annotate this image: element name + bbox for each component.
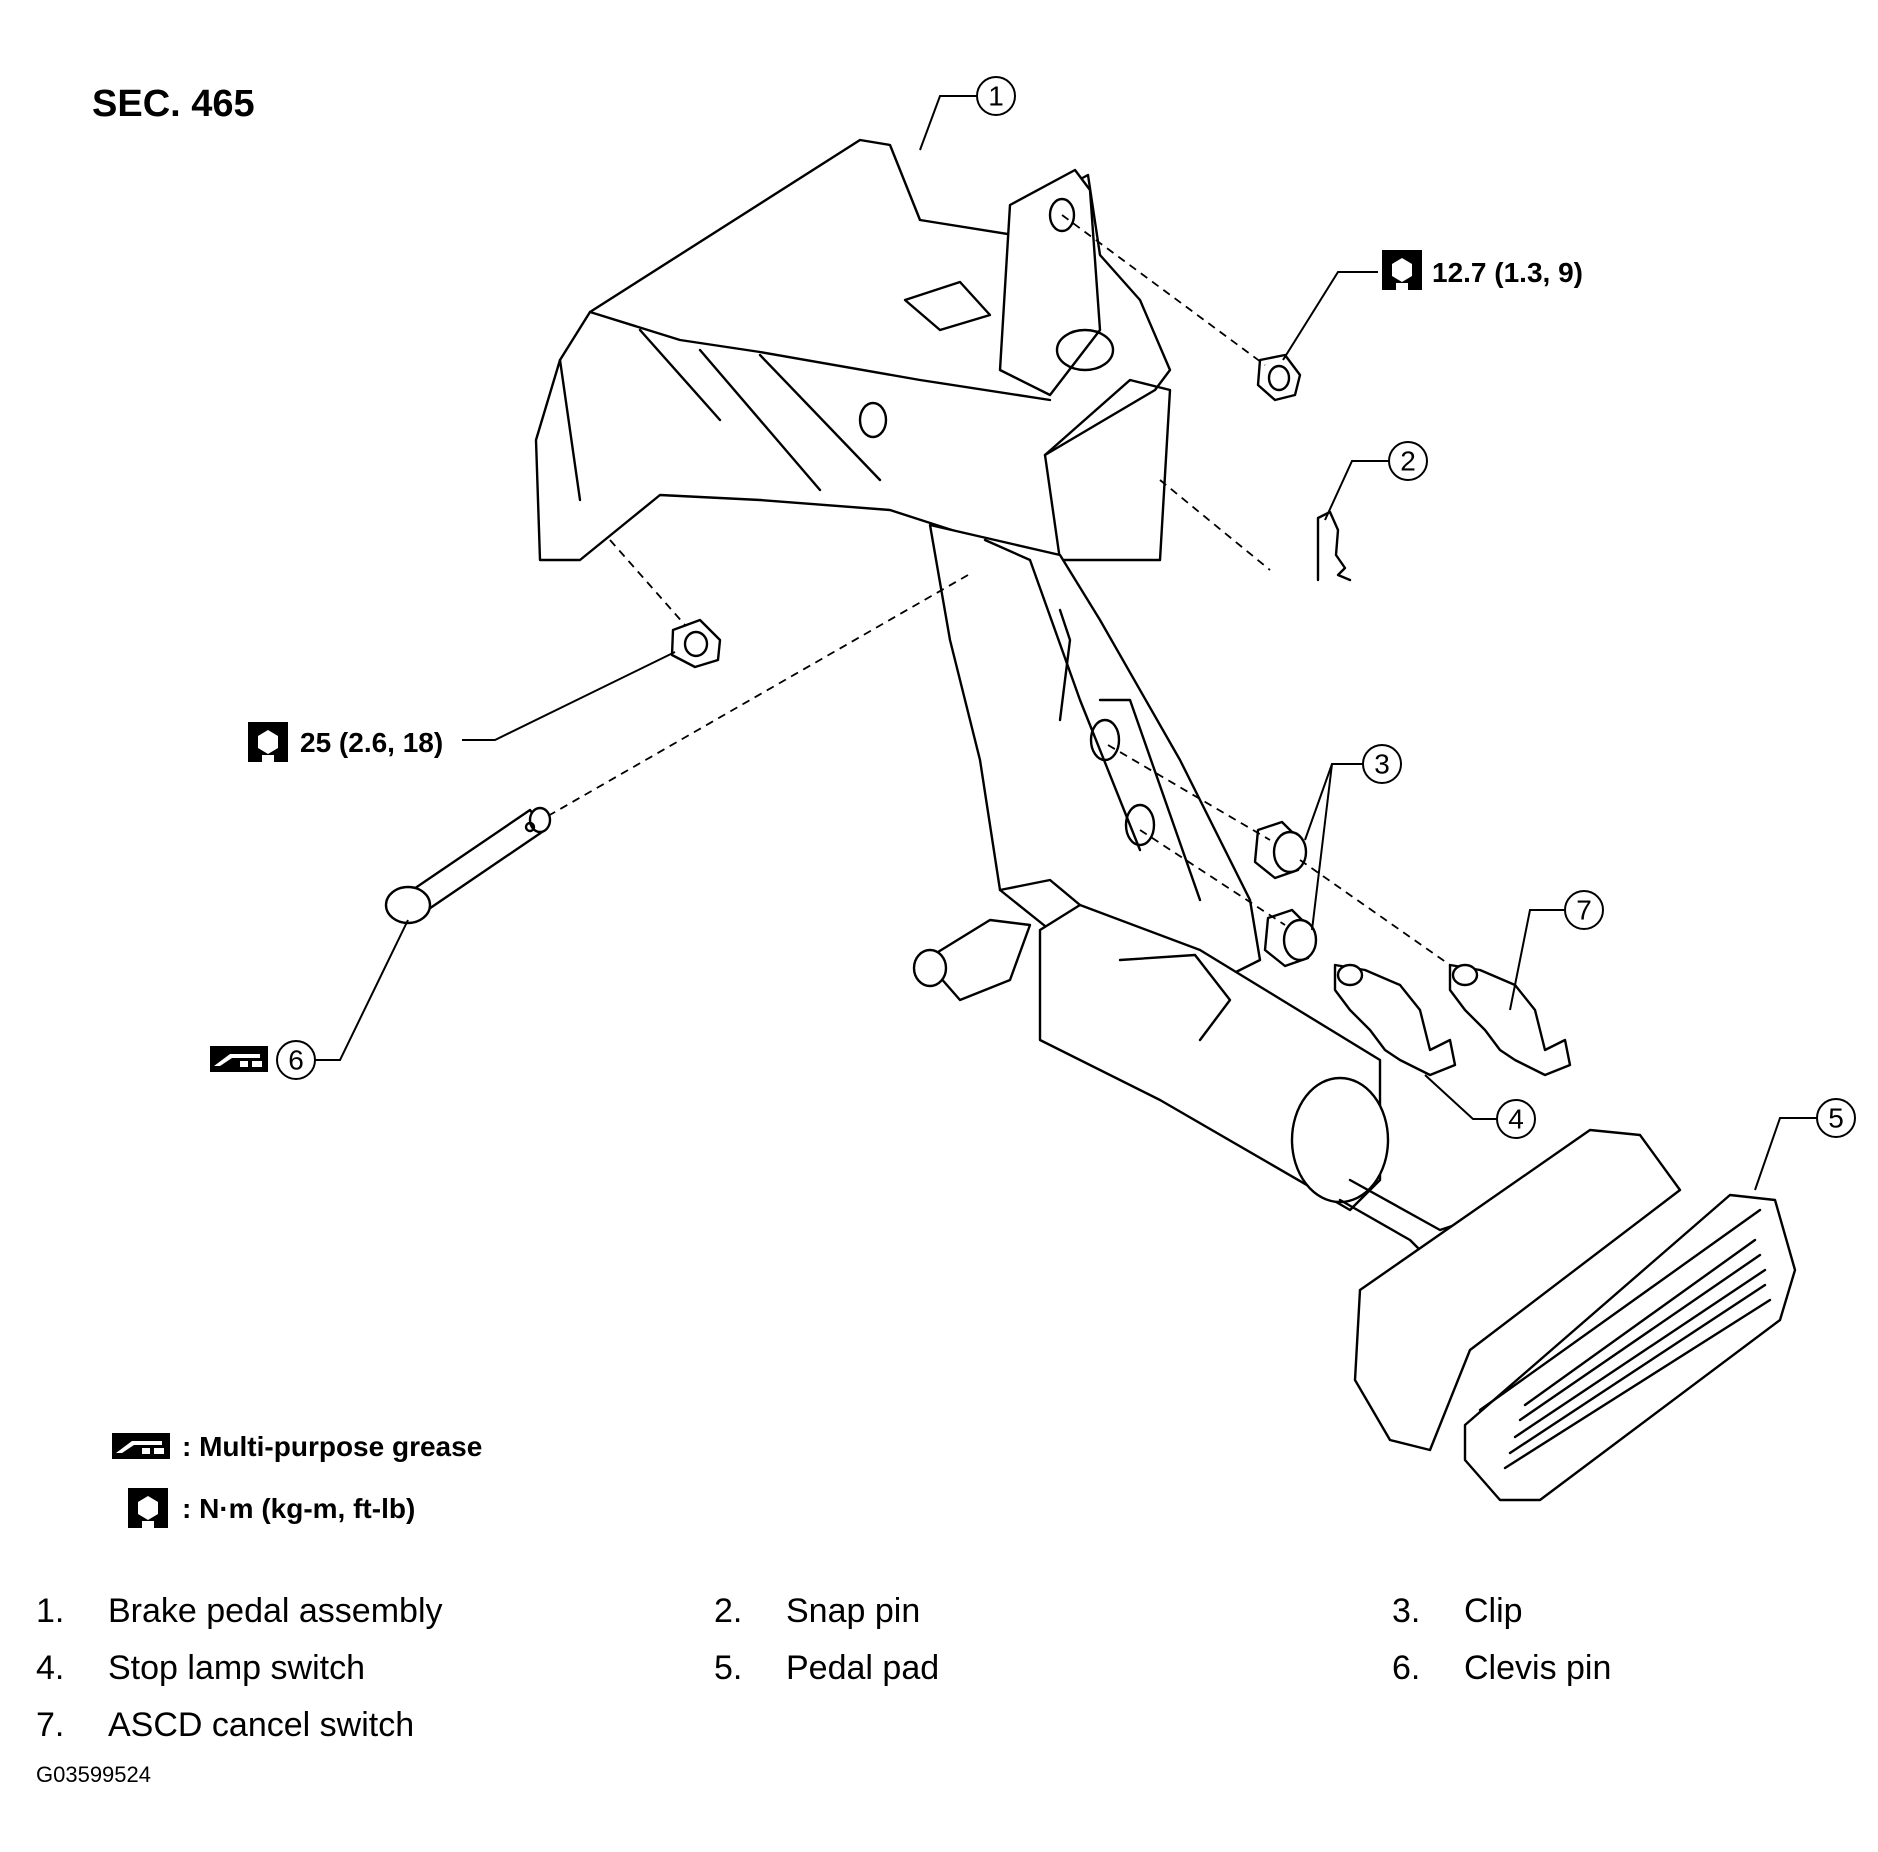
callout-4-circle (1496, 1099, 1536, 1139)
part-name: Snap pin (786, 1592, 921, 1630)
grease-gun-icon (210, 1046, 268, 1072)
callout-2-circle (1388, 441, 1428, 481)
part-name: Brake pedal assembly (108, 1592, 443, 1630)
nut-upper (1256, 353, 1302, 402)
part-name: Clip (1464, 1592, 1523, 1630)
torque-wrench-icon (128, 1488, 168, 1528)
legend-torque-text: : N·m (kg-m, ft-lb) (182, 1493, 415, 1524)
clip-upper (1253, 820, 1308, 880)
part-number: 3. (1392, 1592, 1421, 1630)
figure-id: G03599524 (36, 1762, 151, 1787)
pedal-pad (1353, 1128, 1797, 1502)
callout-5-number: 5 (1828, 1103, 1844, 1134)
part-name: ASCD cancel switch (108, 1706, 415, 1744)
snap-pin (1316, 510, 1352, 582)
callout-7-circle (1564, 890, 1604, 930)
grease-gun-icon (112, 1433, 170, 1459)
callout-4-number: 4 (1508, 1104, 1524, 1135)
torque-wrench-icon (1382, 250, 1422, 290)
leader-lines (298, 95, 1818, 1191)
part-name: Stop lamp switch (108, 1649, 365, 1687)
part-number: 7. (36, 1706, 65, 1744)
callout-1-number: 1 (988, 81, 1004, 112)
section-title: SEC. 465 (92, 83, 255, 125)
part-name: Clevis pin (1464, 1649, 1612, 1687)
callout-7-number: 7 (1576, 895, 1592, 926)
brake-pedal-bracket (534, 138, 1172, 567)
torque-label-left: 25 (2.6, 18) (300, 727, 443, 758)
torque-label-upper: 12.7 (1.3, 9) (1432, 257, 1583, 288)
callout-3-number: 3 (1374, 749, 1390, 780)
pedal-arm (928, 523, 1262, 987)
callout-5-circle (1816, 1098, 1856, 1138)
ascd-cancel-switch (1448, 963, 1572, 1077)
callout-2-number: 2 (1400, 446, 1416, 477)
clip-lower (1263, 908, 1318, 968)
part-name: Pedal pad (786, 1649, 940, 1687)
stop-lamp-switch (1333, 963, 1457, 1077)
legend-grease-text: : Multi-purpose grease (182, 1431, 482, 1462)
part-number: 5. (714, 1649, 743, 1687)
assembly-lines (547, 214, 1451, 966)
callout-1-circle (976, 76, 1016, 116)
nut-left (670, 618, 722, 669)
pivot-tube (912, 878, 1390, 1212)
callout-3-circle (1362, 744, 1402, 784)
torque-wrench-icon (248, 722, 288, 762)
callout-6-circle (276, 1040, 316, 1080)
part-number: 1. (36, 1592, 65, 1630)
callout-6-number: 6 (288, 1045, 304, 1076)
part-number: 6. (1392, 1649, 1421, 1687)
part-number: 2. (714, 1592, 743, 1630)
part-number: 4. (36, 1649, 65, 1687)
clevis-pin (384, 806, 552, 925)
